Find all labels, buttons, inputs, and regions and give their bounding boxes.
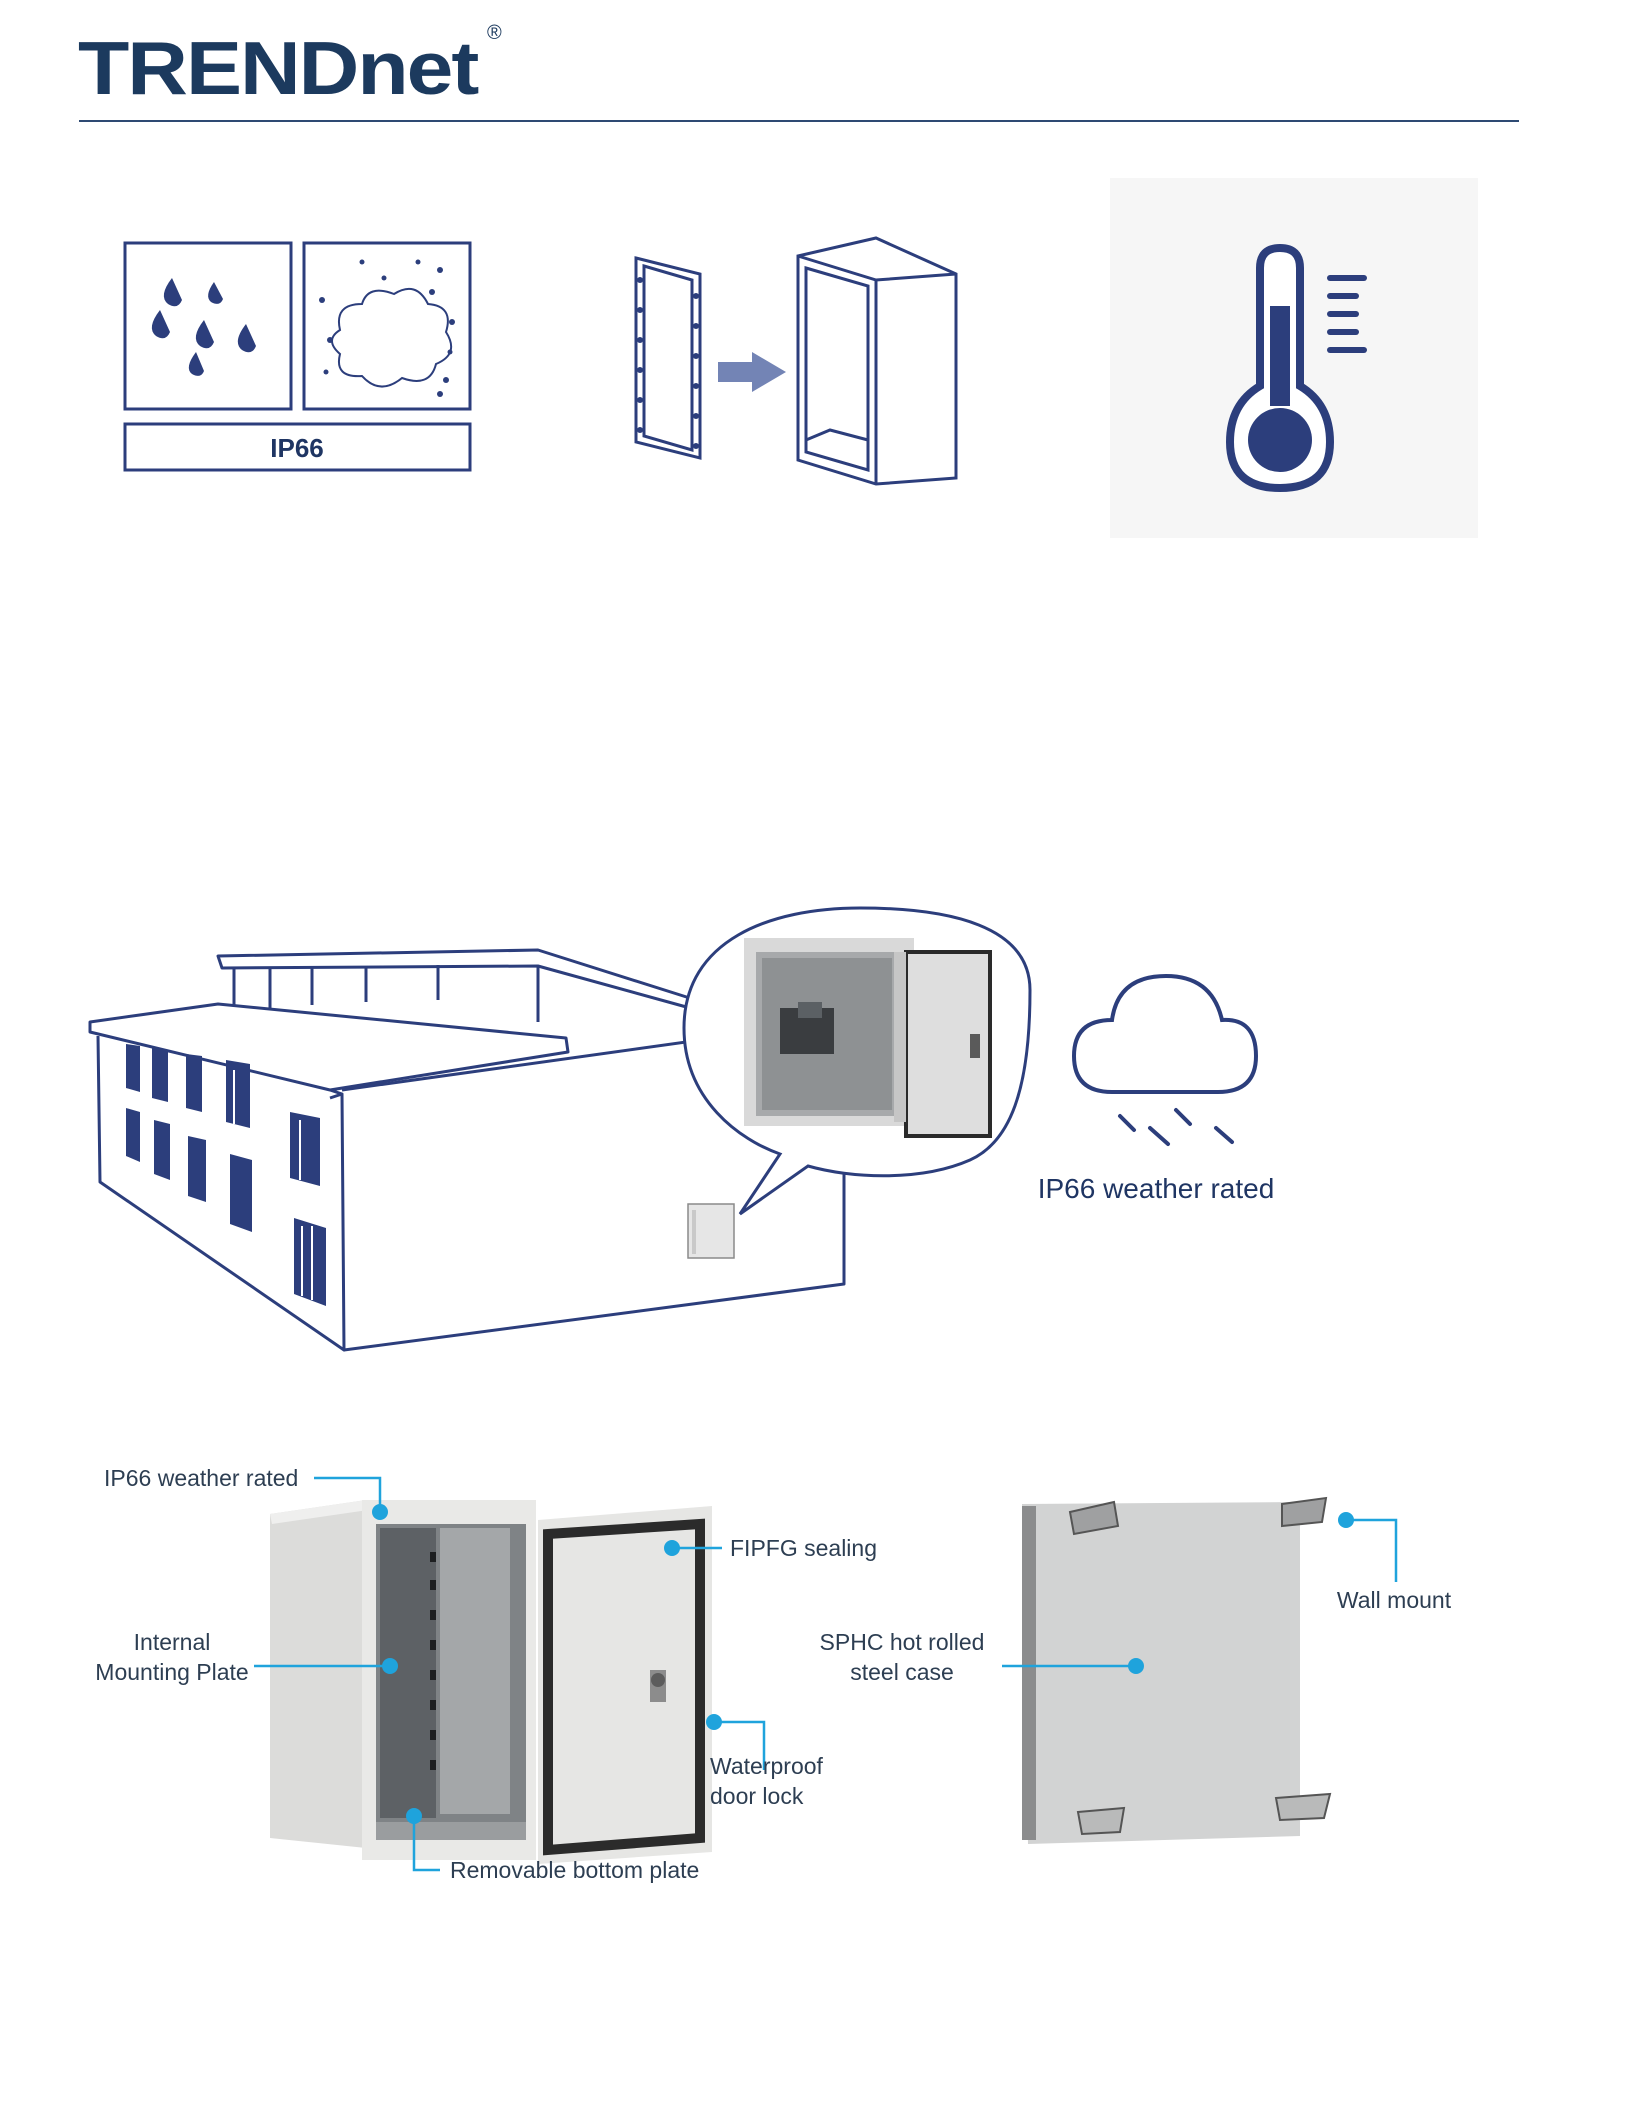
callout-dot-wall	[1338, 1512, 1354, 1528]
callout-weather-rated: IP66 weather rated	[104, 1465, 298, 1491]
water-dust-protection-icon: IP66	[125, 243, 470, 470]
enclosure-back-photo	[1022, 1498, 1330, 1844]
callout-dot-bottom	[406, 1808, 422, 1824]
callout-dot-weather	[372, 1504, 388, 1520]
ip66-box-label: IP66	[270, 433, 324, 463]
feature-icons: IP66	[0, 0, 1632, 560]
enclosure-front-open-photo	[270, 1500, 712, 1864]
callout-wall-mount: Wall mount	[1337, 1587, 1452, 1613]
callout-steel-line2: steel case	[850, 1659, 954, 1685]
weather-rated-caption: IP66 weather rated	[1038, 1173, 1275, 1204]
callout-line-wall	[1346, 1520, 1396, 1582]
callout-dot-plate	[382, 1658, 398, 1674]
callout-fipfg-sealing: FIPFG sealing	[730, 1535, 877, 1561]
callout-removable-bottom: Removable bottom plate	[450, 1857, 699, 1883]
callout-dot-sealing	[664, 1540, 680, 1556]
callout-plate-line1: Internal	[134, 1629, 211, 1655]
callout-plate-line2: Mounting Plate	[95, 1659, 248, 1685]
rain-cloud-icon	[1074, 976, 1256, 1144]
callout-lock-line1: Waterproof	[710, 1753, 824, 1779]
product-callout-diagram: IP66 weather rated FIPFG sealing Interna…	[0, 1440, 1632, 1920]
small-enclosure-on-wall	[688, 1204, 734, 1258]
temperature-icon	[1110, 178, 1478, 538]
callout-dot-lock	[706, 1714, 722, 1730]
zoom-bubble	[684, 908, 1030, 1214]
installation-scene: IP66 weather rated	[0, 880, 1632, 1380]
callout-lock-line2: door lock	[710, 1783, 804, 1809]
callout-dot-steel	[1128, 1658, 1144, 1674]
removable-panel-icon	[636, 238, 956, 484]
callout-steel-line1: SPHC hot rolled	[820, 1629, 985, 1655]
